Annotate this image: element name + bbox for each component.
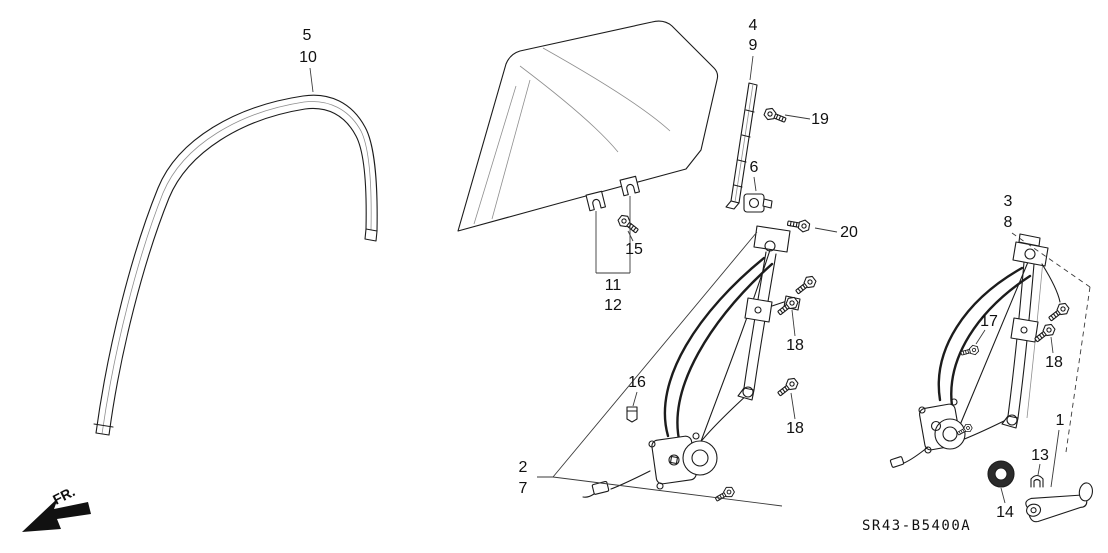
window-regulator-right — [889, 233, 1061, 468]
callout-10: 10 — [299, 49, 317, 66]
callout-18-upper: 18 — [786, 337, 804, 354]
callout-3: 3 — [1003, 193, 1013, 210]
callout-16: 16 — [628, 374, 646, 391]
window-regulator-main — [582, 225, 801, 505]
callout-1: 1 — [1055, 412, 1065, 429]
bolt-20 — [786, 216, 811, 234]
bolt-18-right-a — [1045, 300, 1072, 325]
callout-18-right: 18 — [1045, 354, 1063, 371]
callout-20: 20 — [840, 224, 858, 241]
callout-13: 13 — [1031, 447, 1049, 464]
callout-8: 8 — [1003, 214, 1013, 231]
callout-5: 5 — [302, 27, 312, 44]
callout-9: 9 — [748, 37, 758, 54]
callout-2: 2 — [518, 459, 528, 476]
leader-lines — [309, 55, 1091, 507]
window-crank-handle — [1025, 482, 1093, 523]
bolt-18-upper-a — [792, 273, 819, 298]
callout-4: 4 — [748, 17, 758, 34]
callout-18-lower: 18 — [786, 420, 804, 437]
handle-washer — [987, 460, 1015, 488]
bolt-19 — [762, 105, 789, 127]
roller-guide — [743, 193, 773, 213]
glass-clamp-rear — [619, 175, 641, 197]
handle-clip — [1030, 474, 1044, 488]
callout-7: 7 — [518, 480, 528, 497]
callout-6: 6 — [749, 159, 759, 176]
door-glass — [457, 20, 719, 232]
diagram-part-code: SR43-B5400A — [862, 518, 972, 534]
callout-15: 15 — [625, 241, 643, 258]
clip-16 — [626, 406, 638, 423]
callout-19: 19 — [811, 111, 829, 128]
bolt-18-lower — [774, 375, 801, 400]
callout-12: 12 — [604, 297, 622, 314]
callout-17: 17 — [980, 313, 998, 330]
mount-screw — [712, 484, 737, 505]
fr-direction-arrow: FR. — [22, 483, 91, 532]
rear-sash — [725, 82, 758, 210]
callout-11: 11 — [604, 277, 622, 294]
glass-clamp-front — [585, 190, 607, 212]
window-run-channel — [93, 94, 378, 436]
callout-14: 14 — [996, 504, 1014, 521]
